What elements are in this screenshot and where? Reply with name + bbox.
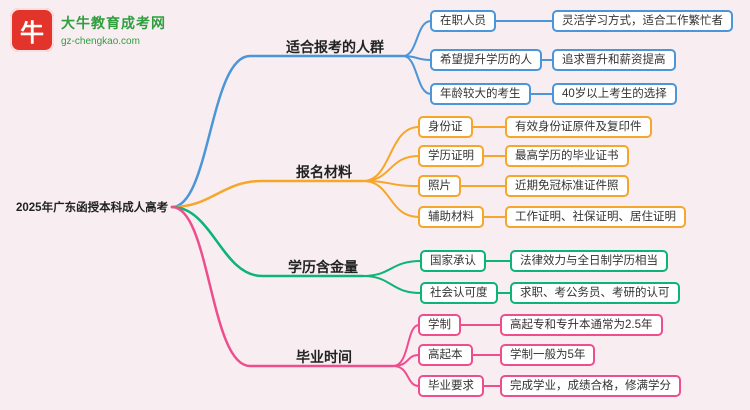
detail-b3-0: 高起专和专升本通常为2.5年 — [500, 314, 663, 336]
detail-b2-0: 法律效力与全日制学历相当 — [510, 250, 668, 272]
subtopic-b0-1: 希望提升学历的人 — [430, 49, 542, 71]
subtopic-b2-1: 社会认可度 — [420, 282, 498, 304]
subtopic-b0-0: 在职人员 — [430, 10, 496, 32]
subtopic-b1-1: 学历证明 — [418, 145, 484, 167]
branch0-fan-line — [402, 20, 432, 57]
branch1-fan-line — [362, 155, 420, 182]
detail-b0-1: 追求晋升和薪资提高 — [552, 49, 676, 71]
subtopic-b3-2: 毕业要求 — [418, 375, 484, 397]
branch1-fan-line — [362, 180, 420, 218]
logo-brand-text: 大牛教育成考网 — [61, 15, 166, 31]
logo-bull-glyph: 牛 — [20, 19, 44, 47]
branch2-fan-line — [362, 260, 422, 277]
branch0-main-line — [170, 54, 405, 209]
detail-b3-1: 学制一般为5年 — [500, 344, 596, 366]
detail-b0-0: 灵活学习方式，适合工作繁忙者 — [552, 10, 733, 32]
logo-bull-icon: 牛 — [10, 8, 54, 52]
branch3-fan-line — [392, 324, 420, 367]
branch-label-graduation-time: 毕业时间 — [296, 349, 352, 365]
detail-b1-2: 近期免冠标准证件照 — [505, 175, 629, 197]
subtopic-b1-3: 辅助材料 — [418, 206, 484, 228]
root-topic: 2025年广东函授本科成人高考 — [16, 202, 169, 214]
branch1-fan-line — [362, 126, 420, 182]
subtopic-b3-0: 学制 — [418, 314, 461, 336]
subtopic-b1-0: 身份证 — [418, 116, 473, 138]
branch1-main-line — [170, 179, 365, 209]
subtopic-b3-1: 高起本 — [418, 344, 473, 366]
logo-text: 大牛教育成考网 gz-chengkao.com — [61, 13, 166, 47]
detail-b3-2: 完成学业，成绩合格，修满学分 — [500, 375, 681, 397]
branch2-fan-line — [362, 275, 422, 294]
branch-label-registration-materials: 报名材料 — [296, 164, 352, 180]
detail-b1-3: 工作证明、社保证明、居住证明 — [505, 206, 686, 228]
branch3-main-line — [170, 205, 395, 368]
branch2-main-line — [170, 205, 365, 278]
subtopic-b2-0: 国家承认 — [420, 250, 486, 272]
site-logo: 牛 大牛教育成考网 gz-chengkao.com — [10, 8, 166, 52]
logo-domain-text: gz-chengkao.com — [61, 36, 140, 47]
subtopic-b1-2: 照片 — [418, 175, 461, 197]
subtopic-b0-2: 年龄较大的考生 — [430, 83, 531, 105]
detail-b0-2: 40岁以上考生的选择 — [552, 83, 677, 105]
branch3-fan-line — [392, 365, 420, 387]
detail-b1-0: 有效身份证原件及复印件 — [505, 116, 652, 138]
branch-label-target-audience: 适合报考的人群 — [286, 39, 384, 55]
branch-label-degree-value: 学历含金量 — [288, 259, 358, 275]
branch0-fan-line — [402, 55, 432, 95]
detail-b2-1: 求职、考公务员、考研的认可 — [510, 282, 680, 304]
detail-b1-1: 最高学历的毕业证书 — [505, 145, 629, 167]
